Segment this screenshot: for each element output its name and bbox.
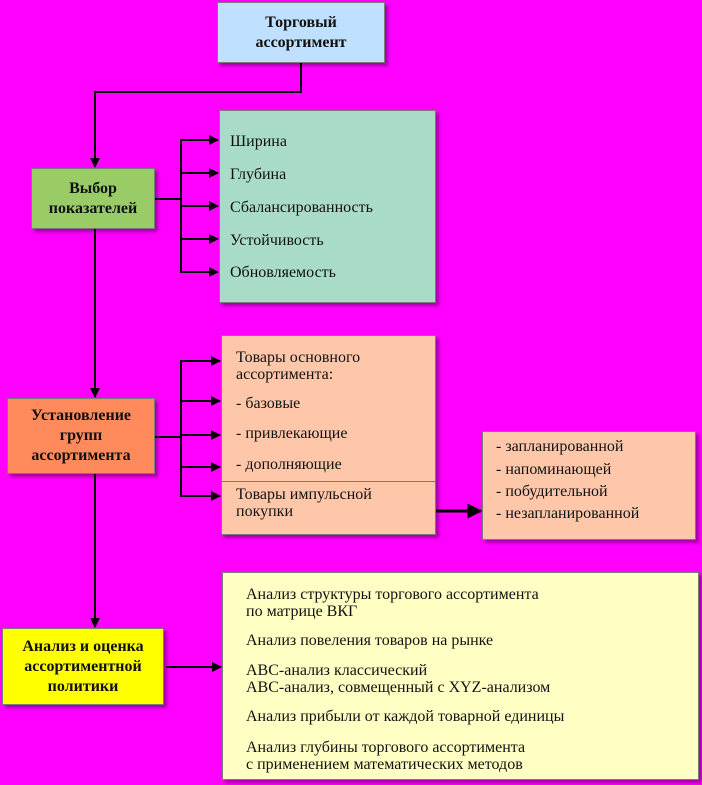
indicator-item: Обновляемость xyxy=(230,264,336,281)
impulse-types-box: - запланированной - напоминающей - побуд… xyxy=(482,431,696,540)
assortment-box: Товары основного ассортимента: - базовые… xyxy=(221,335,436,535)
indicators-box: Ширина Глубина Сбалансированность Устойч… xyxy=(219,110,436,303)
method-item: Анализ глубины торгового ассортимента с … xyxy=(246,739,526,773)
assortment-item: - привлекающие xyxy=(236,425,348,442)
method-item: Анализ структуры торгового ассортимента … xyxy=(246,586,539,620)
indicator-item: Сбалансированность xyxy=(230,199,373,216)
impulse-label: Товары импульсной покупки xyxy=(236,486,372,520)
methods-box: Анализ структуры торгового ассортимента … xyxy=(222,572,699,780)
method-item: Анализ повеления товаров на рынке xyxy=(246,632,494,649)
assortment-item: - базовые xyxy=(236,395,301,412)
groups-box-label: Установление групп ассортимента xyxy=(30,407,132,464)
assortment-divider xyxy=(222,481,435,482)
arrow-top-to-selection xyxy=(90,63,302,168)
impulse-type-item: - незапланированной xyxy=(496,505,640,522)
top-box-label: Торговый ассортимент xyxy=(255,13,347,51)
indicator-item: Глубина xyxy=(230,166,287,183)
impulse-type-item: - запланированной xyxy=(496,438,624,455)
analysis-box-label: Анализ и оценка ассортиментной политики xyxy=(22,637,144,695)
selection-box-label: Выбор показателей xyxy=(48,179,138,217)
indicator-item: Устойчивость xyxy=(230,232,324,249)
analysis-box: Анализ и оценка ассортиментной политики xyxy=(2,628,164,705)
selection-box: Выбор показателей xyxy=(31,168,155,229)
main-assortment-heading: Товары основного ассортимента: xyxy=(236,349,361,383)
groups-box: Установление групп ассортимента xyxy=(7,398,155,474)
indicator-item: Ширина xyxy=(230,133,287,150)
top-box: Торговый ассортимент xyxy=(217,2,385,63)
method-item: ABC-анализ классический ABC-анализ, совм… xyxy=(246,662,551,696)
method-item: Анализ прибыли от каждой товарной единиц… xyxy=(246,708,565,725)
assortment-item: - дополняющие xyxy=(236,456,342,473)
impulse-type-item: - напоминающей xyxy=(496,461,612,478)
impulse-type-item: - побудительной xyxy=(496,483,608,500)
